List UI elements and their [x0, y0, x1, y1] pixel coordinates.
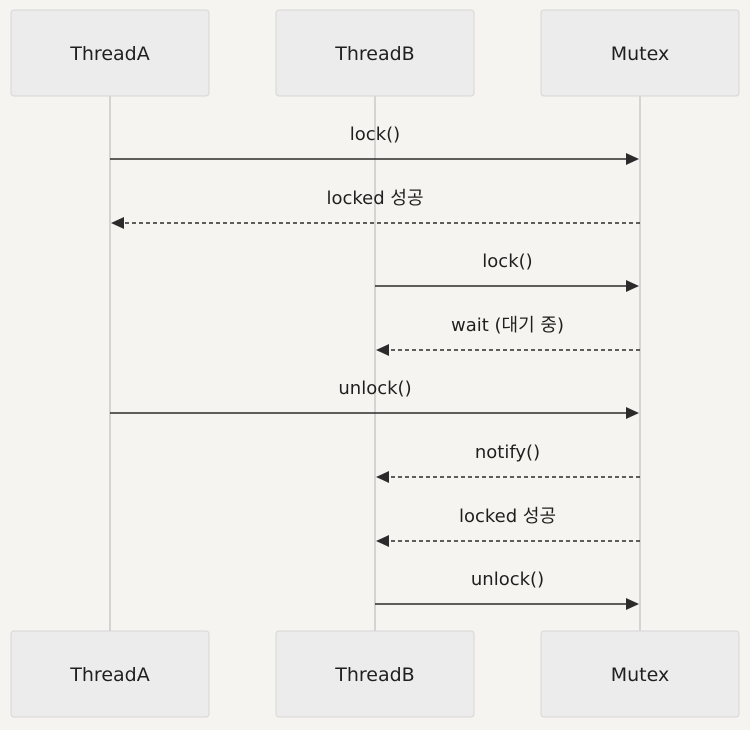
message-label-4: wait (대기 중) — [451, 315, 564, 336]
message-label-8: unlock() — [471, 569, 544, 590]
participant-box-top-mutex — [540, 9, 740, 97]
message-label-3: lock() — [482, 251, 532, 272]
message-label-1: lock() — [350, 124, 400, 145]
arrowhead-5 — [626, 407, 639, 419]
participant-box-bottom-mutex — [540, 630, 740, 718]
participant-label-top-threadB: ThreadB — [334, 43, 414, 65]
message-label-7: locked 성공 — [459, 506, 556, 527]
participant-box-bottom-threadA — [10, 630, 210, 718]
message-label-5: unlock() — [338, 378, 411, 399]
message-label-2: locked 성공 — [326, 188, 423, 209]
arrowhead-3 — [626, 280, 639, 292]
participant-box-bottom-threadB — [275, 630, 475, 718]
participant-label-bottom-mutex: Mutex — [611, 664, 669, 686]
arrowhead-2 — [111, 217, 124, 229]
participant-label-bottom-threadB: ThreadB — [334, 664, 414, 686]
arrowhead-1 — [626, 153, 639, 165]
participant-box-top-threadB — [275, 9, 475, 97]
message-label-6: notify() — [475, 442, 540, 463]
participant-label-top-mutex: Mutex — [611, 43, 669, 65]
participant-label-bottom-threadA: ThreadA — [69, 664, 149, 686]
arrowhead-6 — [376, 471, 389, 483]
participant-label-top-threadA: ThreadA — [69, 43, 149, 65]
participant-box-top-threadA — [10, 9, 210, 97]
arrowhead-4 — [376, 344, 389, 356]
arrowhead-7 — [376, 535, 389, 547]
arrowhead-8 — [626, 598, 639, 610]
